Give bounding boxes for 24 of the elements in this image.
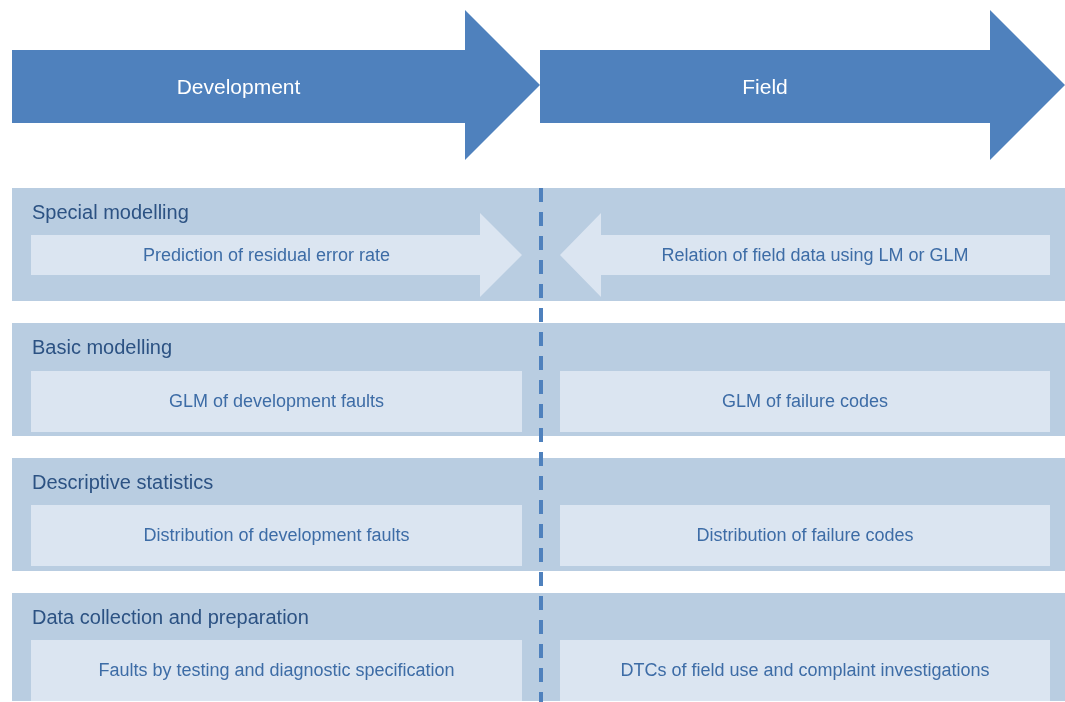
process-box: [31, 505, 522, 566]
band: [12, 188, 1065, 301]
box-label: Field: [742, 73, 788, 100]
band: [12, 323, 1065, 436]
band-heading: Data collection and preparation: [32, 605, 309, 629]
process-box: [31, 640, 522, 701]
band: [12, 458, 1065, 571]
box-label: Distribution of development faults: [143, 524, 410, 547]
box-label: DTCs of field use and complaint investigations: [620, 659, 990, 682]
band-heading: Special modelling: [32, 200, 189, 224]
process-box: [560, 371, 1050, 432]
band-heading: Descriptive statistics: [32, 470, 214, 494]
band: [12, 593, 1065, 701]
box-label: Development: [176, 73, 301, 100]
process-box: [560, 640, 1050, 701]
process-box: [560, 505, 1050, 566]
box-label: Distribution of failure codes: [696, 524, 914, 547]
process-box: [31, 371, 522, 432]
box-label: GLM of failure codes: [721, 390, 889, 413]
box-label: Faults by testing and diagnostic specification: [98, 659, 455, 682]
box-label: GLM of development faults: [168, 390, 385, 413]
box-label: Prediction of residual error rate: [142, 243, 391, 267]
box-label: Relation of field data using LM or GLM: [661, 243, 969, 267]
band-heading: Basic modelling: [32, 335, 173, 359]
